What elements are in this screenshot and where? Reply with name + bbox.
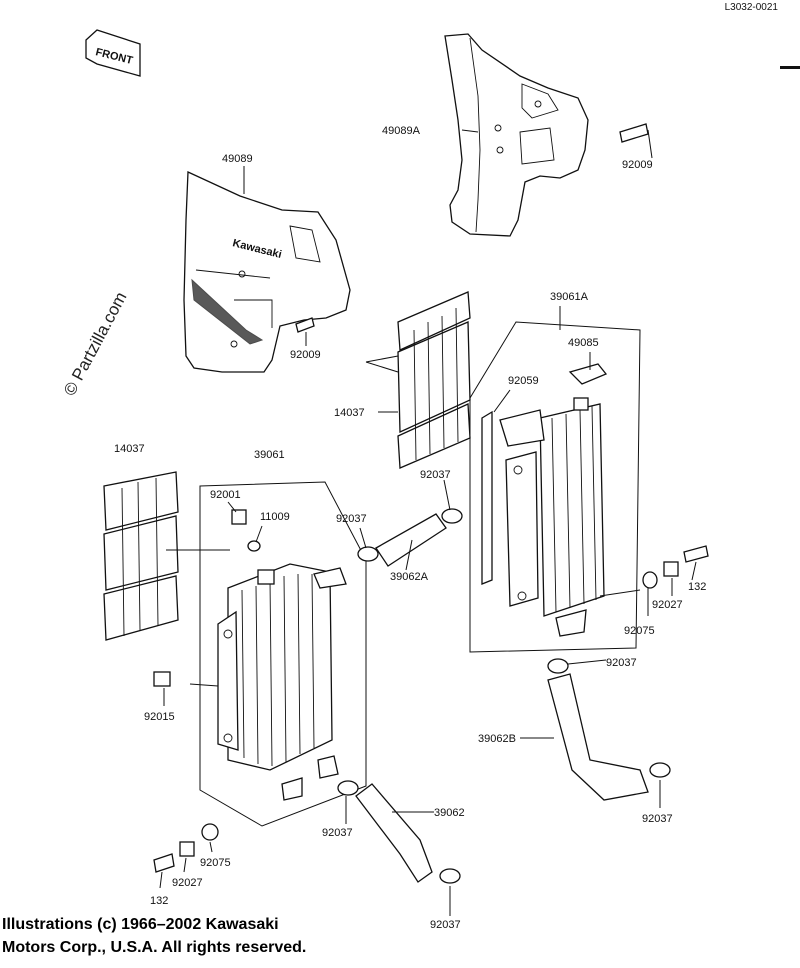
callout-39062a: 39062A xyxy=(390,571,429,583)
clamp-92037-a xyxy=(357,546,379,562)
callout-49089: 49089 xyxy=(222,153,253,165)
grommet-49085 xyxy=(568,363,608,385)
shroud-49089: Kawasaki xyxy=(183,171,351,373)
collar-92027-left xyxy=(179,841,195,857)
collar-92027-right xyxy=(663,561,679,577)
hose-39062 xyxy=(355,783,433,883)
callout-11009: 11009 xyxy=(260,511,290,523)
hose-39062b xyxy=(547,673,649,801)
callout-14037-left: 14037 xyxy=(114,443,145,455)
callout-92001: 92001 xyxy=(210,489,241,501)
radiator-39061 xyxy=(217,563,347,801)
bolt-92009-top xyxy=(619,123,649,143)
callout-92027-right: 92027 xyxy=(652,599,683,611)
radiator-39061a-group-outline xyxy=(469,321,641,653)
hose-39062a xyxy=(375,513,447,567)
cap-92001 xyxy=(231,509,247,525)
leader-lines xyxy=(159,129,697,916)
radiator-39061a xyxy=(481,397,605,637)
shroud-49089a xyxy=(444,33,589,237)
bolt-132-left xyxy=(153,853,175,873)
callout-92075-left: 92075 xyxy=(200,857,231,869)
callout-39062b: 39062B xyxy=(478,733,516,745)
callout-39061: 39061 xyxy=(254,449,285,461)
callout-92015: 92015 xyxy=(144,711,175,723)
bolt-132-right xyxy=(683,545,709,563)
callout-49089a: 49089A xyxy=(382,125,421,137)
washer-11009 xyxy=(247,540,261,552)
callout-132-left: 132 xyxy=(150,895,168,907)
clamp-92037-d xyxy=(649,762,671,778)
clamp-92037-b xyxy=(441,508,463,524)
callout-92037-e: 92037 xyxy=(322,827,353,839)
louver-14037-center xyxy=(397,291,471,469)
callout-92027-left: 92027 xyxy=(172,877,203,889)
page-edge-mark xyxy=(780,66,800,69)
diagram-code: L3032-0021 xyxy=(724,2,778,13)
copyright-notice: Illustrations (c) 1966–2002 Kawasaki Mot… xyxy=(2,916,307,956)
louver-14037-left xyxy=(103,471,179,641)
clamp-92037-f xyxy=(439,868,461,884)
callout-92037-c: 92037 xyxy=(606,657,637,669)
callout-132-right: 132 xyxy=(688,581,706,593)
callout-14037-center: 14037 xyxy=(334,407,365,419)
callout-39062: 39062 xyxy=(434,807,465,819)
bolt-92009-left xyxy=(295,317,315,333)
callout-92037-d: 92037 xyxy=(642,813,673,825)
clamp-92037-e xyxy=(337,780,359,796)
callout-92059: 92059 xyxy=(508,375,539,387)
nut-92015 xyxy=(153,671,171,687)
clamp-92037-c xyxy=(547,658,569,674)
callout-92075-right: 92075 xyxy=(624,625,655,637)
grommet-92075-right xyxy=(642,571,658,589)
callout-39061a: 39061A xyxy=(550,291,589,303)
callout-92037-b: 92037 xyxy=(420,469,451,481)
callout-92009-left: 92009 xyxy=(290,349,321,361)
callout-92009-top: 92009 xyxy=(622,159,653,171)
grommet-92075-left xyxy=(201,823,219,841)
callout-49085: 49085 xyxy=(568,337,599,349)
callout-92037-a: 92037 xyxy=(336,513,367,525)
front-arrow-icon: FRONT xyxy=(85,29,141,77)
callout-92037-f: 92037 xyxy=(430,919,461,931)
radiator-39061-group-outline xyxy=(199,481,367,827)
